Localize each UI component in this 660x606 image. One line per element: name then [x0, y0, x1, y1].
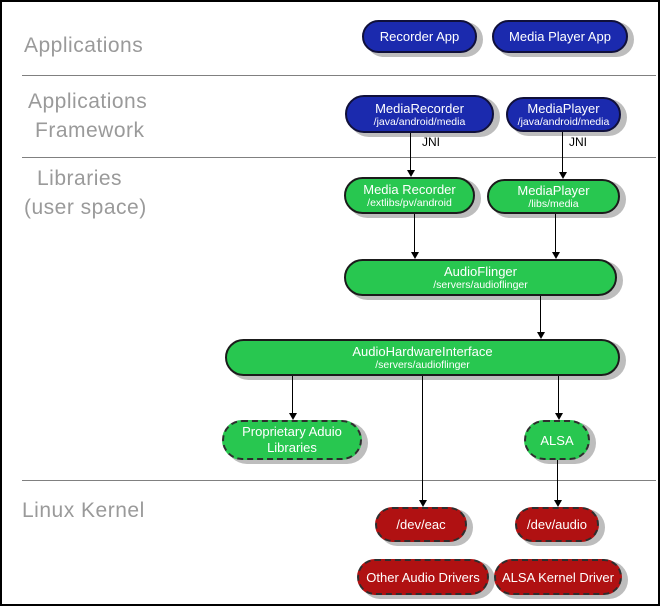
arrow-alsa-to-dev-audio [553, 460, 562, 507]
node-mediarecorder-framework-label: MediaRecorder [375, 100, 464, 116]
node-audioflinger-path: /servers/audioflinger [433, 279, 528, 291]
node-audiohardwareinterface-label: AudioHardwareInterface [352, 344, 493, 359]
node-dev-eac: /dev/eac [375, 507, 467, 542]
node-mediarecorder-framework: MediaRecorder /java/android/media [345, 95, 494, 133]
arrow-jni-left [406, 133, 415, 177]
node-mediaplayer-framework-label: MediaPlayer [527, 101, 600, 116]
node-proprietary-audio-libraries: Proprietary Aduio Libraries [222, 420, 362, 460]
arrow-ahi-to-dev-eac [418, 376, 427, 507]
section-label-linux-kernel-text: Linux Kernel [22, 499, 145, 522]
node-dev-audio-label: /dev/audio [527, 517, 587, 532]
node-alsa-kernel-driver: ALSA Kernel Driver [494, 559, 622, 595]
section-label-framework-line1: Applications [28, 90, 148, 113]
node-media-player-app: Media Player App [492, 20, 628, 53]
node-recorder-app-label: Recorder App [379, 29, 460, 44]
section-label-applications-text: Applications [24, 34, 144, 57]
node-recorder-app: Recorder App [362, 20, 477, 53]
section-label-linux-kernel: Linux Kernel [22, 496, 145, 525]
node-audioflinger-label: AudioFlinger [444, 264, 517, 279]
node-other-audio-drivers-label: Other Audio Drivers [366, 569, 480, 585]
node-other-audio-drivers: Other Audio Drivers [357, 559, 489, 595]
section-label-applications: Applications [24, 31, 143, 60]
section-label-libraries: Libraries (user space) [24, 164, 147, 222]
node-alsa-label: ALSA [540, 432, 574, 448]
node-mediaplayer-framework-path: /java/android/media [517, 116, 610, 128]
divider-applications-framework [22, 75, 656, 76]
node-proprietary-audio-libraries-label: Proprietary Aduio Libraries [242, 424, 342, 455]
arrow-media-recorder-to-audioflinger [410, 214, 419, 259]
node-mediarecorder-framework-path: /java/android/media [373, 115, 466, 128]
node-media-recorder-lib-label: Media Recorder [363, 182, 456, 197]
node-audiohardwareinterface: AudioHardwareInterface /servers/audiofli… [225, 339, 620, 376]
node-mediaplayer-lib-label: MediaPlayer [517, 183, 590, 198]
arrow-mediaplayer-to-audioflinger [551, 214, 560, 259]
node-alsa-kernel-driver-label: ALSA Kernel Driver [502, 569, 614, 585]
section-label-libraries-line2: (user space) [24, 196, 147, 219]
arrow-jni-right [558, 132, 567, 179]
divider-framework-libraries [22, 157, 656, 158]
jni-label-left: JNI [422, 135, 440, 149]
jni-label-right: JNI [569, 135, 587, 149]
node-media-player-app-label: Media Player App [509, 29, 611, 44]
node-mediaplayer-framework: MediaPlayer /java/android/media [506, 97, 621, 132]
section-label-applications-framework: Applications Framework [28, 87, 147, 145]
arrow-audioflinger-to-ahi [536, 296, 545, 339]
node-mediaplayer-lib: MediaPlayer /libs/media [487, 179, 620, 214]
arrow-ahi-to-proprietary [288, 376, 297, 420]
node-media-recorder-lib-path: /extlibs/pv/android [367, 197, 452, 209]
section-label-framework-line2: Framework [35, 119, 145, 142]
node-mediaplayer-lib-path: /libs/media [528, 198, 579, 210]
node-dev-eac-label: /dev/eac [396, 517, 446, 532]
divider-libraries-kernel [22, 480, 656, 481]
arrow-ahi-to-alsa [554, 376, 563, 420]
section-label-libraries-line1: Libraries [37, 167, 123, 190]
node-alsa: ALSA [524, 420, 590, 460]
node-audiohardwareinterface-path: /servers/audioflinger [375, 359, 470, 371]
node-media-recorder-lib: Media Recorder /extlibs/pv/android [344, 177, 475, 214]
node-audioflinger: AudioFlinger /servers/audioflinger [344, 259, 617, 296]
node-dev-audio: /dev/audio [515, 507, 599, 542]
